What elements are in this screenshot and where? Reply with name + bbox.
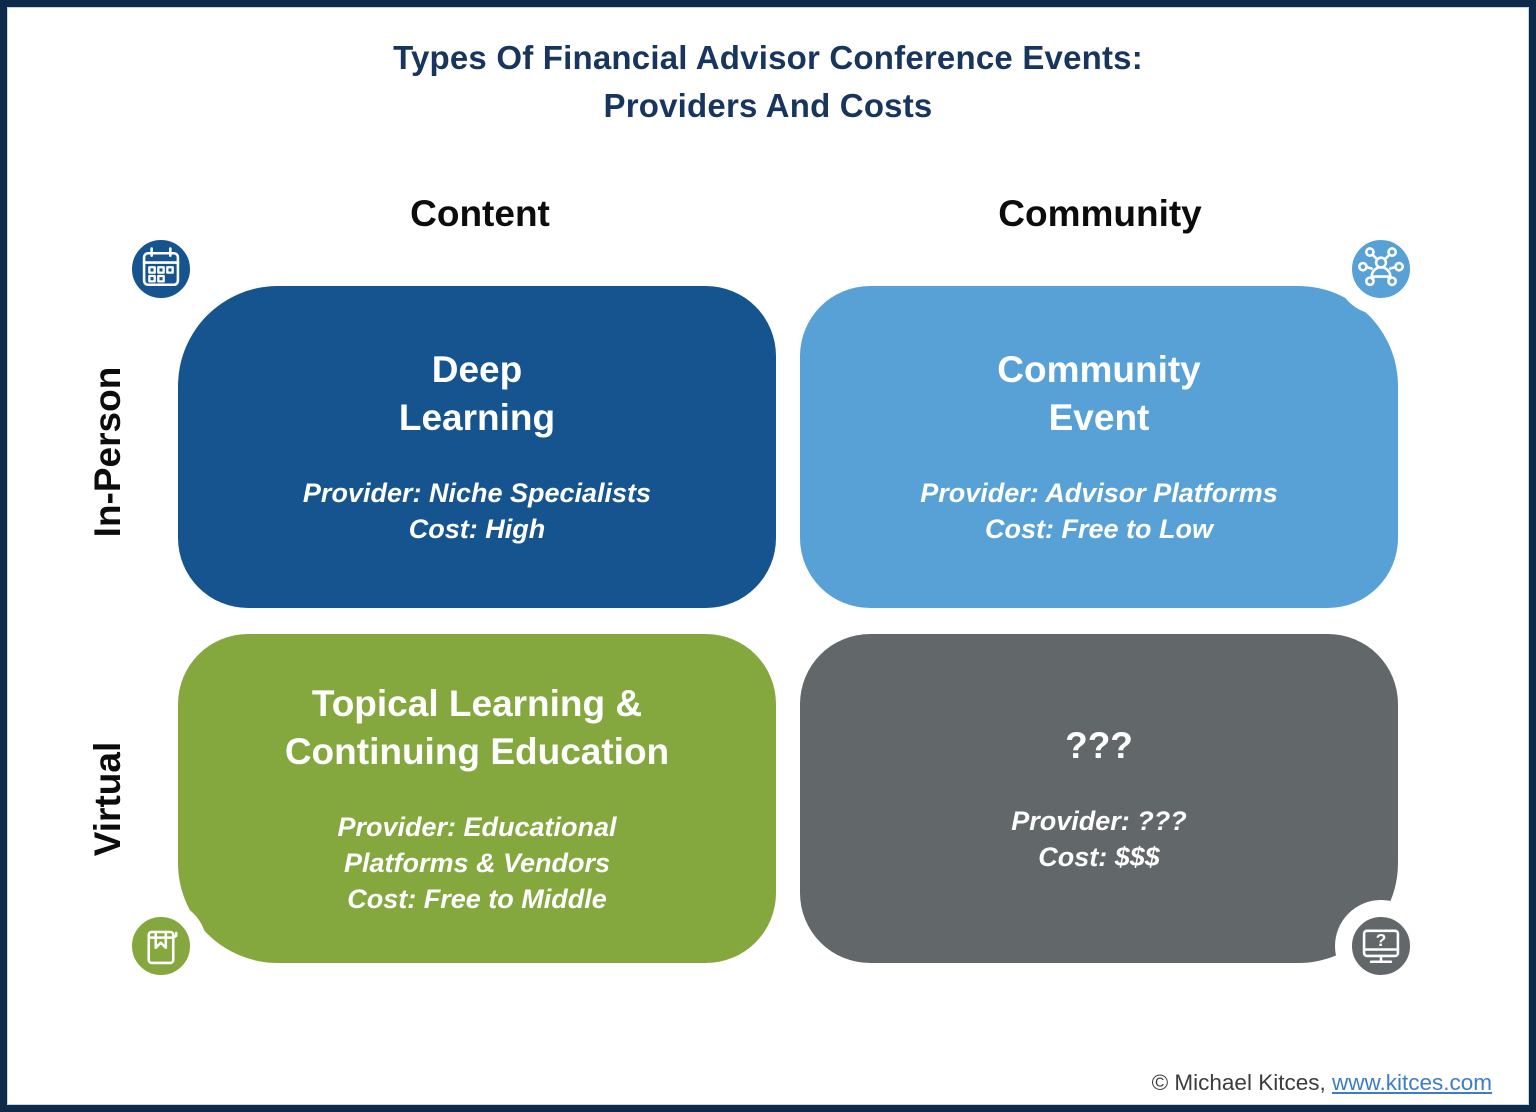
row-header-virtual: Virtual bbox=[87, 741, 128, 857]
book-bookmark-icon bbox=[115, 900, 207, 992]
calendar-icon bbox=[115, 223, 207, 315]
quadrant-details: Provider: Niche Specialists Cost: High bbox=[302, 478, 652, 545]
quadrant-title: Community Event bbox=[997, 349, 1201, 439]
svg-text:?: ? bbox=[1376, 930, 1387, 950]
kitces-link[interactable]: www.kitces.com bbox=[1331, 1070, 1492, 1095]
footer-credit: © Michael Kitces, www.kitces.com bbox=[1152, 1070, 1492, 1096]
page-title: Types Of Financial Advisor Conference Ev… bbox=[0, 34, 1536, 130]
quadrant-in-person-community: Community Event Provider: Advisor Platfo… bbox=[800, 286, 1398, 608]
calendar-icon-glyph bbox=[142, 247, 180, 287]
column-header-community: Community bbox=[998, 193, 1202, 234]
footer-copyright-text: © Michael Kitces, bbox=[1151, 1070, 1332, 1095]
quadrant-details: Provider: Advisor Platforms Cost: Free t… bbox=[920, 478, 1278, 545]
page-title-line1: Types Of Financial Advisor Conference Ev… bbox=[393, 39, 1143, 76]
quadrant-title: ??? bbox=[1065, 724, 1133, 766]
row-header-in-person: In-Person bbox=[87, 366, 128, 538]
people-network-icon bbox=[1335, 223, 1427, 315]
page-title-line2: Providers And Costs bbox=[603, 86, 933, 124]
quadrant-details: Provider: Educational Platforms & Vendor… bbox=[337, 811, 617, 914]
quadrant-virtual-content: Topical Learning & Continuing Education … bbox=[178, 634, 776, 963]
column-header-content: Content bbox=[410, 193, 550, 234]
quadrant-virtual-community: ??? Provider: ??? Cost: $$$ bbox=[800, 634, 1398, 963]
people-network-icon-glyph bbox=[1358, 247, 1404, 287]
quadrant-details: Provider: ??? Cost: $$$ bbox=[1011, 805, 1187, 872]
quadrant-title: Topical Learning & Continuing Education bbox=[284, 682, 670, 772]
quadrant-title: Deep Learning bbox=[398, 349, 556, 439]
monitor-question-icon: ? bbox=[1335, 900, 1427, 992]
quadrant-in-person-content: Deep Learning Provider: Niche Specialist… bbox=[178, 286, 776, 608]
book-bookmark-icon-glyph bbox=[147, 930, 178, 965]
monitor-question-icon-glyph: ? bbox=[1362, 929, 1400, 964]
